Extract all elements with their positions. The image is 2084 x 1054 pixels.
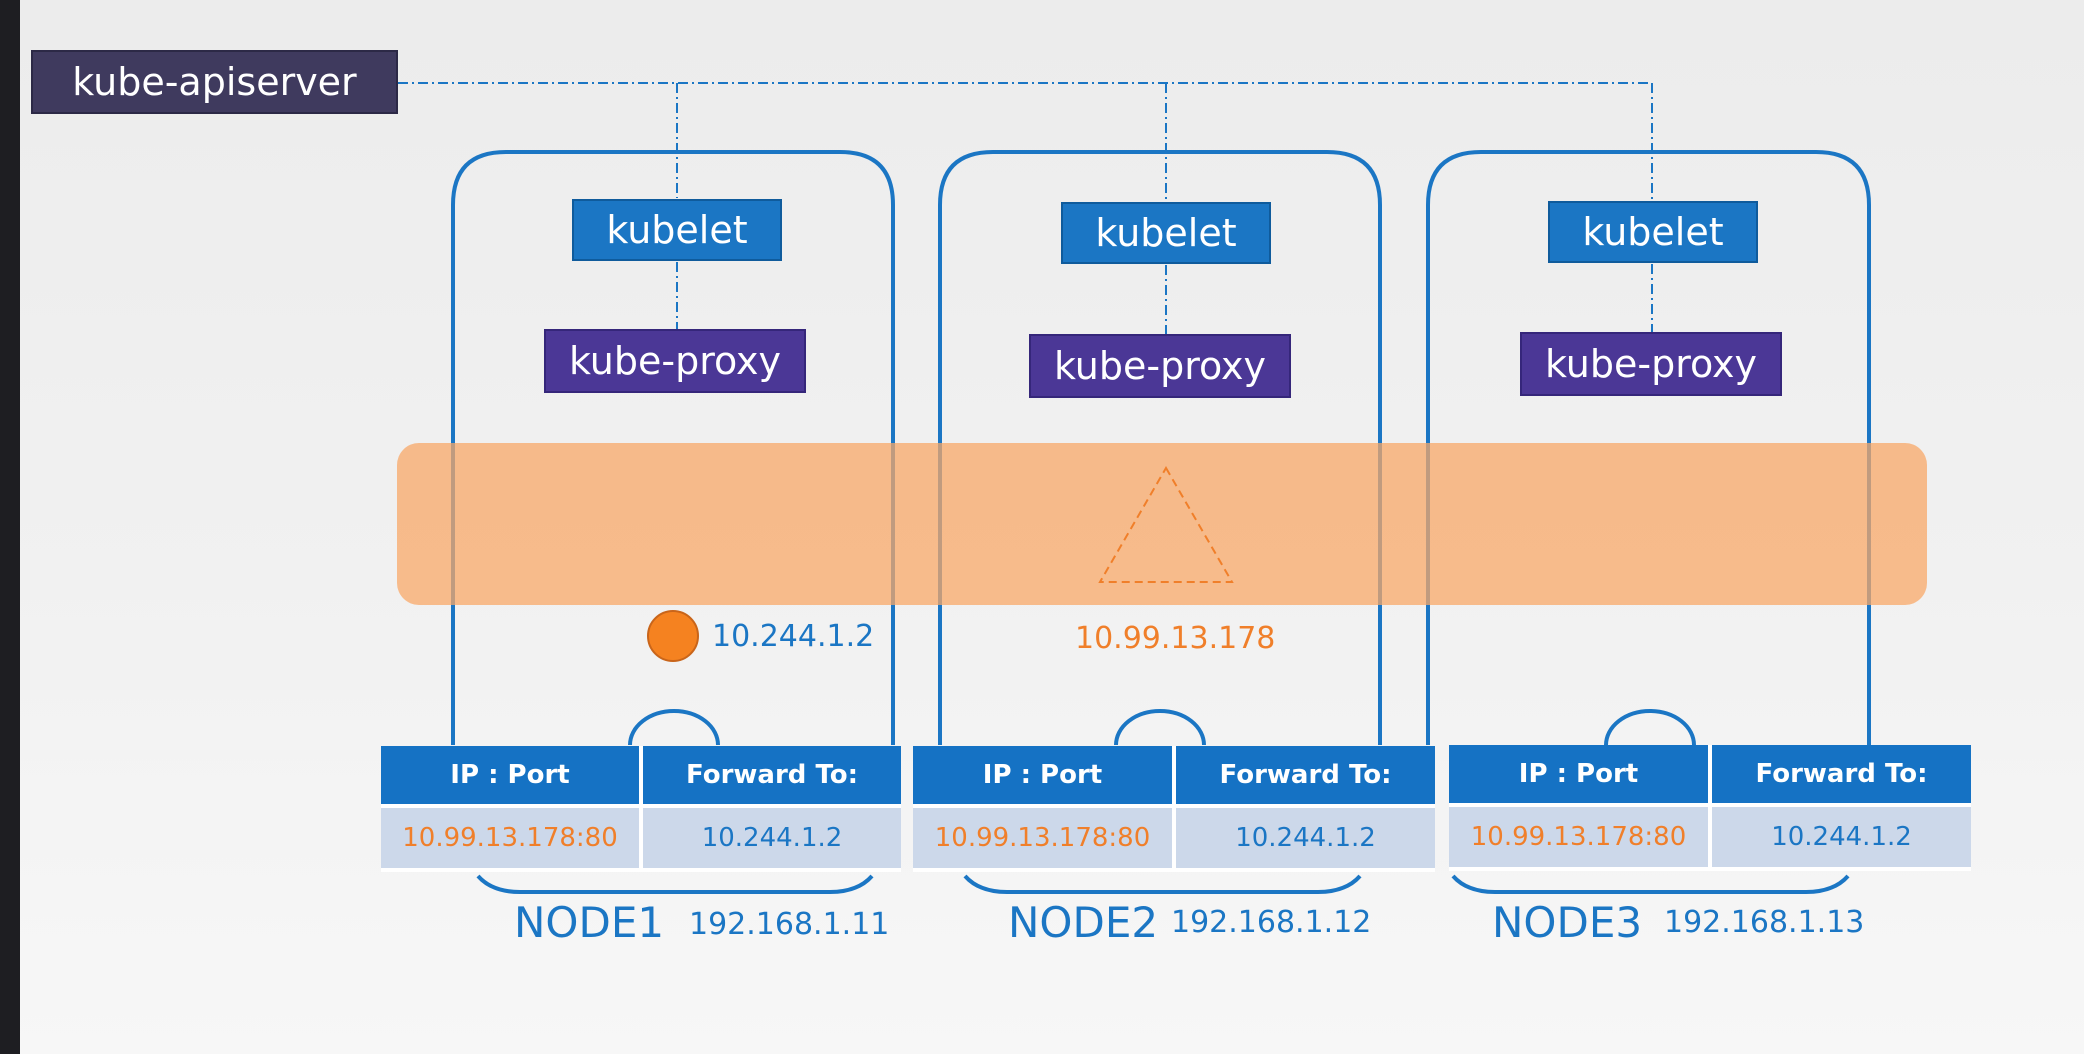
node3-kubelet-box: kubelet [1548, 201, 1758, 263]
node1-kubelet-box: kubelet [572, 199, 782, 261]
node3-outline-bottom [1451, 874, 1850, 894]
node2-outline-bottom [963, 874, 1362, 894]
node1-outline-bottom [476, 874, 874, 894]
table-cell-service-endpoint: 10.99.13.178:80 [913, 808, 1172, 868]
pod-ip-label: 10.244.1.2 [712, 619, 875, 654]
node2-name: NODE2 [1008, 898, 1159, 947]
node2-kubelet-box: kubelet [1061, 202, 1271, 264]
node3-forward-table: IP : Port Forward To: 10.99.13.178:80 10… [1449, 745, 1971, 871]
service-ip-label: 10.99.13.178 [1075, 621, 1276, 656]
node3-outline [1426, 150, 1871, 745]
node2-forward-table: IP : Port Forward To: 10.99.13.178:80 10… [913, 746, 1435, 872]
node3-name: NODE3 [1492, 898, 1643, 947]
node1-arch [628, 709, 720, 746]
node2-kube-proxy-box: kube-proxy [1029, 334, 1291, 398]
node1-forward-table: IP : Port Forward To: 10.99.13.178:80 10… [381, 746, 901, 872]
table-cell-pod-target: 10.244.1.2 [1176, 808, 1435, 868]
service-band [397, 443, 1927, 605]
table-header-forward-to: Forward To: [1176, 746, 1435, 804]
table-cell-service-endpoint: 10.99.13.178:80 [1449, 807, 1708, 867]
node1-kube-proxy-box: kube-proxy [544, 329, 806, 393]
table-header-forward-to: Forward To: [643, 746, 901, 804]
left-edge-bar [0, 0, 20, 1054]
table-header-forward-to: Forward To: [1712, 745, 1971, 803]
node2-ip: 192.168.1.12 [1171, 905, 1372, 940]
kube-apiserver-box: kube-apiserver [31, 50, 398, 114]
service-triangle-icon [1098, 466, 1234, 583]
node1-ip: 192.168.1.11 [689, 907, 890, 942]
pod-icon [647, 610, 699, 662]
table-cell-pod-target: 10.244.1.2 [1712, 807, 1971, 867]
table-header-ip-port: IP : Port [381, 746, 639, 804]
node2-arch [1114, 709, 1206, 746]
node3-ip: 192.168.1.13 [1664, 905, 1865, 940]
node3-kube-proxy-box: kube-proxy [1520, 332, 1782, 396]
node3-arch [1604, 709, 1696, 746]
node1-name: NODE1 [514, 898, 665, 947]
table-cell-service-endpoint: 10.99.13.178:80 [381, 808, 639, 868]
table-header-ip-port: IP : Port [1449, 745, 1708, 803]
table-header-ip-port: IP : Port [913, 746, 1172, 804]
node1-outline [451, 150, 895, 745]
node2-outline [938, 150, 1382, 745]
table-cell-pod-target: 10.244.1.2 [643, 808, 901, 868]
